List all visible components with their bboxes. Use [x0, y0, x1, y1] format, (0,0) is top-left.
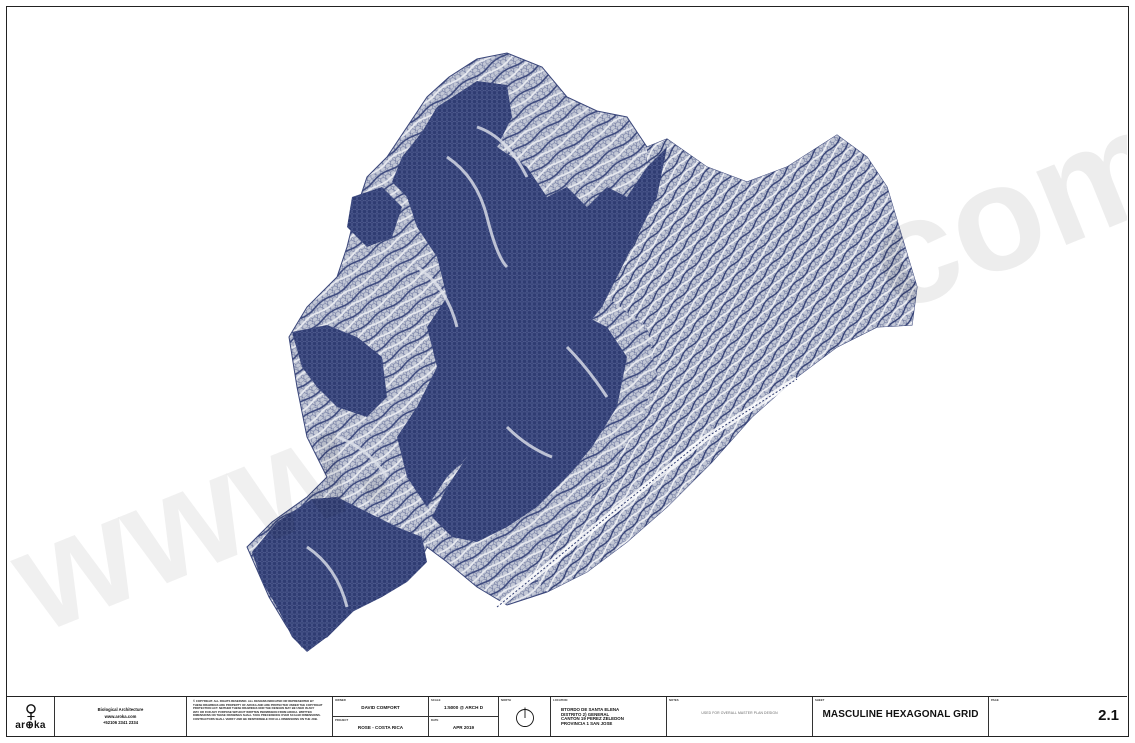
firm-name: Biological Architecture — [97, 707, 144, 713]
copyright-line: CONTRACTORS SHALL VERIFY AND BE RESPONSI… — [193, 716, 318, 721]
drawing-sheet: www. com ar⊕ka Biological Architecture w… — [6, 6, 1129, 737]
owner-value: DAVID COMFORT — [361, 704, 400, 710]
notes-value: USED FOR OVERALL MASTER PLAN DESIGN — [701, 711, 778, 715]
site-plan-svg — [246, 52, 918, 652]
logo-cell: ar⊕ka — [7, 697, 55, 736]
project-value: ROSE - COSTA RICA — [357, 724, 404, 730]
sheet-name-cell: SHEET MASCULINE HEXAGONAL GRID — [813, 697, 989, 736]
dark-zone-southwest — [252, 497, 427, 652]
owner-cell: OWNER DAVID COMFORT PROJECT ROSE - COSTA… — [333, 697, 429, 736]
location-cell: LOCATION BTORDO DE SANTA ELENA DISTRITO … — [551, 697, 667, 736]
sheet-number: 2.1 — [1098, 707, 1119, 724]
firm-cell: Biological Architecture www.aroka.com +5… — [55, 697, 187, 736]
date-label: DATE — [431, 718, 439, 722]
tree-logo-icon — [25, 703, 36, 720]
notes-cell: NOTES USED FOR OVERALL MASTER PLAN DESIG… — [667, 697, 813, 736]
scale-row: SCALE 1:5000 @ ARCH D — [429, 697, 498, 717]
title-block: ar⊕ka Biological Architecture www.aroka.… — [7, 696, 1127, 736]
sheet-number-label: PAGE — [991, 698, 999, 702]
road-line — [495, 376, 799, 610]
copyright-line: WAY OR FOR ANY PURPOSE WITHOUT WRITTEN P… — [193, 709, 312, 714]
dark-zone-ridge — [522, 222, 587, 297]
notes-label: NOTES — [669, 698, 679, 702]
scale-value: 1:5000 @ ARCH D — [443, 704, 484, 710]
dark-zone-pocket — [347, 187, 402, 247]
sheet-title: MASCULINE HEXAGONAL GRID — [822, 709, 979, 720]
scale-cell: SCALE 1:5000 @ ARCH D DATE APR 2019 — [429, 697, 499, 736]
copyright-line: DIMENSIONS ON THESE DRAWINGS SHALL TAKE … — [193, 713, 321, 718]
location-lines: BTORDO DE SANTA ELENA DISTRITO 2) GENERA… — [561, 707, 624, 726]
project-label: PROJECT — [335, 718, 349, 722]
scale-label: SCALE — [431, 698, 441, 702]
firm-website: www.aroka.com — [104, 713, 137, 719]
date-value: APR 2019 — [452, 724, 475, 730]
location-line: CANTON 19 PEREZ ZELEDON — [561, 716, 624, 722]
sheet-number-cell: PAGE 2.1 — [989, 697, 1127, 736]
project-row: PROJECT ROSE - COSTA RICA — [333, 717, 428, 736]
copyright-line: PROTECTION ACT. NEITHER THESE DRAWINGS N… — [193, 706, 315, 711]
owner-label: OWNER — [335, 698, 346, 702]
copyright-line: © COPYRIGHT. ALL RIGHTS RESERVED. ALL DE… — [193, 699, 314, 703]
dark-zone-west — [292, 325, 387, 417]
terrain-east-slope — [527, 135, 917, 592]
dark-zone-central — [432, 287, 627, 542]
north-label: NORTH — [501, 698, 511, 702]
copyright-line: THESE DRAWINGS ARE PROPERTY OF AROKA AND… — [193, 702, 323, 707]
firm-phone: +52106 2341 2334 — [102, 720, 139, 726]
location-line: DISTRITO 2) GENERAL — [561, 711, 610, 717]
sheet-name-label: SHEET — [815, 698, 825, 702]
logo-text: ar⊕ka — [15, 719, 46, 731]
terrain-valley-lines — [306, 125, 609, 608]
location-line: BTORDO DE SANTA ELENA — [561, 707, 620, 712]
date-row: DATE APR 2019 — [429, 717, 498, 736]
north-cell: NORTH — [499, 697, 551, 736]
copyright-cell: © COPYRIGHT. ALL RIGHTS RESERVED. ALL DE… — [187, 697, 333, 736]
location-label: LOCATION — [553, 698, 568, 702]
north-arrow-icon — [515, 707, 534, 727]
location-line: PROVINCIA 1 SAN JOSE — [561, 720, 613, 726]
site-plan-map — [7, 7, 1127, 697]
owner-row: OWNER DAVID COMFORT — [333, 697, 428, 717]
